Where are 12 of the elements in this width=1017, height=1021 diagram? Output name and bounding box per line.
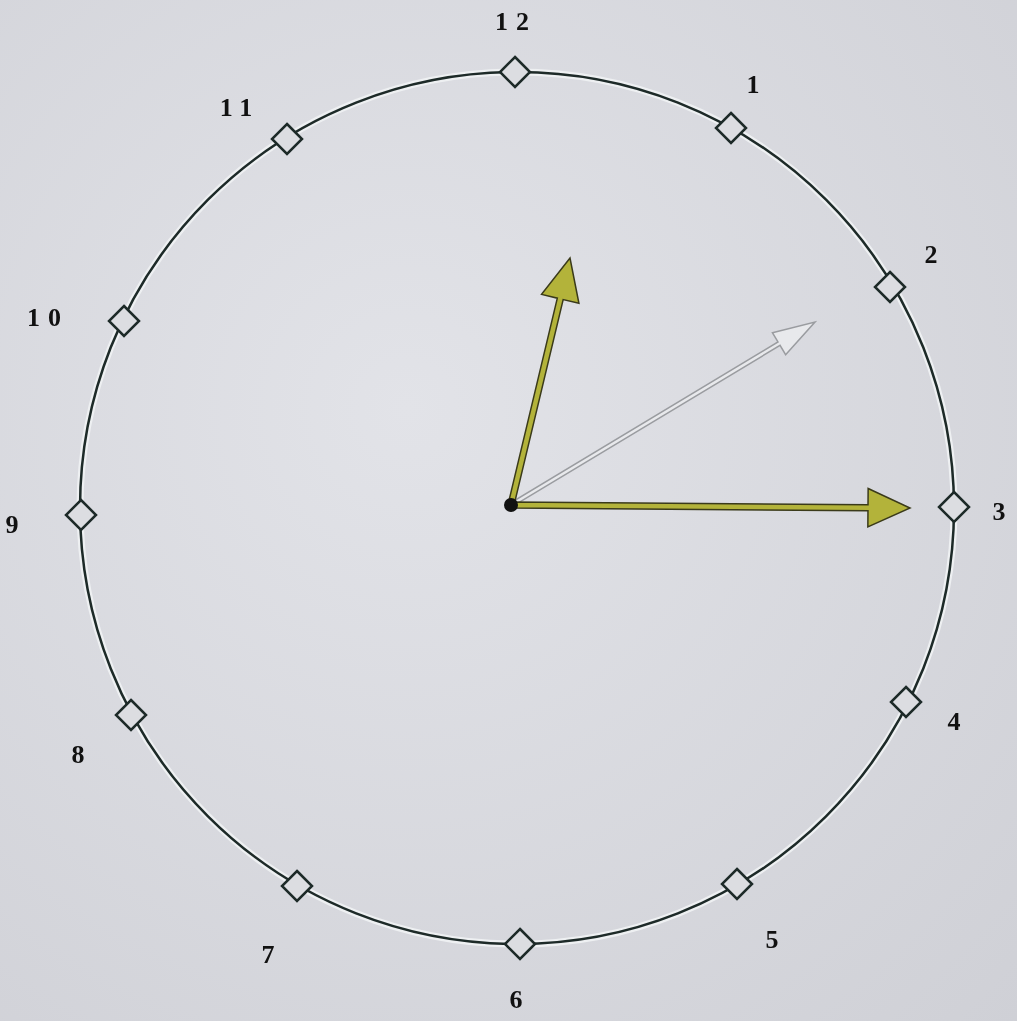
hour-number: 10 — [27, 305, 69, 331]
hour-number: 12 — [495, 9, 537, 35]
hour-number: 3 — [992, 499, 1014, 525]
hour-number: 5 — [765, 927, 787, 953]
hour-number: 8 — [71, 742, 93, 768]
hour-number: 6 — [509, 987, 531, 1013]
hour-number: 7 — [261, 942, 283, 968]
hour-number: 11 — [219, 95, 261, 121]
hour-number: 9 — [5, 512, 27, 538]
hour-number: 2 — [924, 242, 946, 268]
hour-number: 4 — [947, 709, 969, 735]
hour-number: 1 — [746, 72, 768, 98]
